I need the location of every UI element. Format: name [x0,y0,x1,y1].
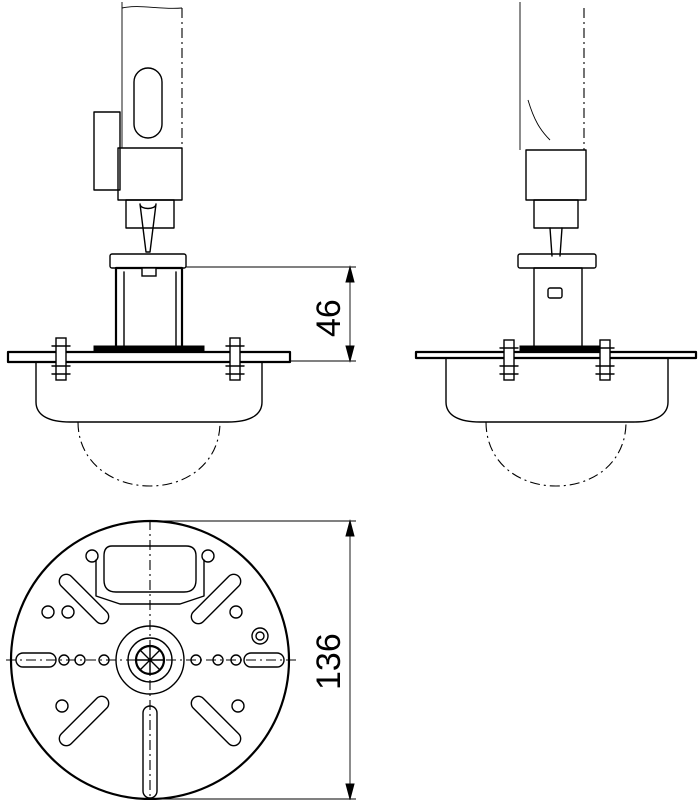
height-dimension: 46 [186,265,356,363]
side-view-screws [499,339,615,381]
cable-tab [103,545,197,593]
side-view-bracket [414,253,698,360]
front-view-bracket [6,253,292,364]
front-view: 46 [6,2,356,487]
front-view-screws [51,337,245,381]
diameter-dimension-label: 136 [310,633,348,690]
side-view-pole [519,2,587,257]
diagonal-slots [15,573,285,799]
height-dimension-label: 46 [310,299,348,337]
diameter-dimension: 136 [150,519,356,800]
bottom-view: 136 [6,519,356,800]
side-view [414,2,698,487]
front-view-camera-dome [35,361,263,487]
side-view-camera-dome [445,357,669,487]
front-view-pole [93,2,183,253]
mounting-holes [41,549,269,713]
center-hub [115,625,185,695]
